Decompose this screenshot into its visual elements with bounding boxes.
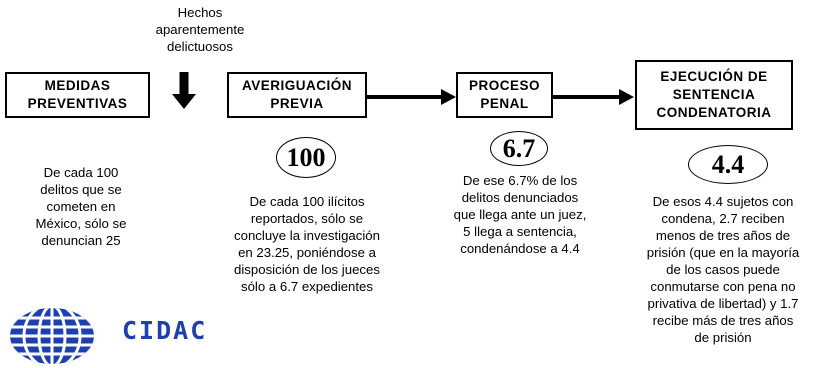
description-ejecucion: De esos 4.4 sujetos con condena, 2.7 rec… [618,193,828,346]
box-ejecucion-line-2: SENTENCIA [672,87,756,102]
oval-value-100: 100 [276,137,336,178]
box-proceso-penal: PROCESO PENAL [456,72,553,118]
right-arrow-icon [553,89,634,105]
box-ejecucion-line-1: EJECUCIÓN DE [660,69,768,84]
desc-line: cometen en [46,199,116,214]
desc-line: De cada 100 ilícitos [249,194,365,209]
box-averiguacion-line-2: PREVIA [270,96,324,111]
hechos-line-3: delictuosos [167,39,233,54]
box-medidas-line-1: MEDIDAS [44,78,111,93]
box-medidas-line-2: PREVENTIVAS [27,96,128,111]
logo-text: CIDAC [122,316,208,345]
desc-line: reportados, sólo se [250,211,364,226]
desc-line: De esos 4.4 sujetos con [652,194,794,209]
desc-line: delitos que se [40,182,122,197]
desc-line: delitos denunciados [461,190,579,205]
right-arrow-icon [367,89,456,105]
desc-line: 5 llega a sentencia, [463,224,577,239]
desc-line: de los casos puede [666,262,780,277]
desc-line: sólo a 6.7 expedientes [241,279,373,294]
desc-line: prisión (que en la mayoría [646,245,800,260]
box-ejecucion-line-3: CONDENATORIA [656,105,772,120]
description-medidas: De cada 100 delitos que se cometen en Mé… [0,164,162,249]
description-averiguacion: De cada 100 ilícitos reportados, sólo se… [211,193,403,295]
oval-value-4-4: 4.4 [688,145,768,184]
hechos-line-2: aparentemente [155,22,245,37]
oval-value-6-7: 6.7 [490,131,548,166]
globe-logo-icon [10,308,94,364]
desc-line: concluye la investigación [234,228,380,243]
desc-line: que llega ante un juez, [453,207,587,222]
box-ejecucion-sentencia: EJECUCIÓN DE SENTENCIA CONDENATORIA [635,60,793,130]
desc-line: de prisión [694,330,752,345]
desc-line: De ese 6.7% de los [462,173,578,188]
box-medidas-preventivas: MEDIDAS PREVENTIVAS [5,72,150,118]
hechos-line-1: Hechos [177,5,223,20]
desc-line: México, sólo se [35,216,127,231]
desc-line: privativa de libertad) y 1.7 [647,296,799,311]
hechos-label: Hechos aparentemente delictuosos [150,4,250,55]
desc-line: denuncian 25 [41,233,121,248]
desc-line: De cada 100 [43,165,119,180]
desc-line: disposición de los jueces [234,262,380,277]
box-proceso-line-1: PROCESO [468,78,540,93]
box-averiguacion-line-1: AVERIGUACIÓN [241,78,352,93]
description-proceso: De ese 6.7% de los delitos denunciados q… [434,172,606,257]
desc-line: condena, 2.7 reciben [661,211,785,226]
desc-line: en 23.25, poniéndose a [238,245,376,260]
down-arrow-icon [172,72,196,109]
desc-line: menos de tres años de [655,228,791,243]
box-proceso-line-2: PENAL [480,96,529,111]
desc-line: condenándose a 4.4 [460,241,580,256]
desc-line: recibe más de tres años [652,313,794,328]
box-averiguacion-previa: AVERIGUACIÓN PREVIA [227,72,367,118]
desc-line: conmutarse con pena no [650,279,796,294]
